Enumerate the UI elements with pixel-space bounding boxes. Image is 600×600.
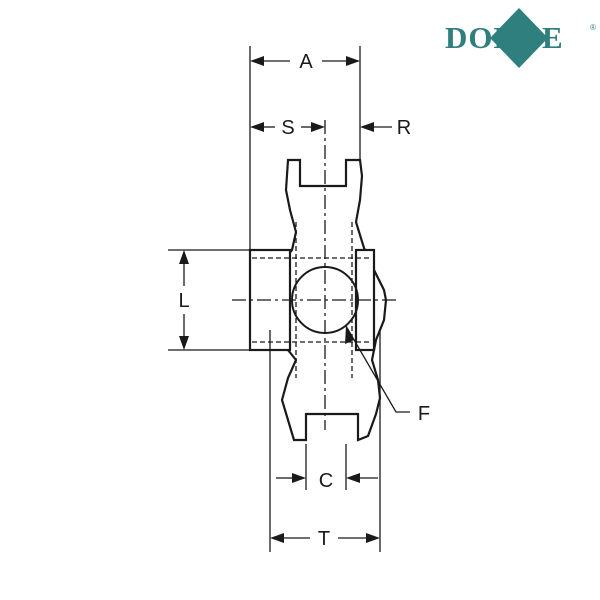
dimension-r: R	[360, 117, 411, 139]
dimension-label-t: T	[318, 528, 330, 550]
dodge-logo: DODGE ®	[445, 8, 596, 68]
dimension-label-a: A	[299, 51, 313, 73]
dimension-s: S	[250, 117, 325, 139]
dimension-l: L	[168, 249, 250, 351]
dimension-a: A	[249, 46, 361, 250]
dimension-label-l: L	[178, 290, 189, 312]
dimension-label-s: S	[281, 117, 294, 139]
dimension-c: C	[276, 444, 378, 492]
dimension-f: F	[345, 325, 430, 425]
logo-diamond	[490, 8, 548, 68]
dimension-t: T	[269, 330, 381, 552]
logo-text: DODGE	[445, 20, 564, 55]
dimension-label-r: R	[397, 117, 411, 139]
logo-registered-mark: ®	[590, 23, 596, 32]
housing-outline	[232, 120, 396, 442]
dimension-label-f: F	[418, 403, 430, 425]
dimension-label-c: C	[319, 470, 333, 492]
